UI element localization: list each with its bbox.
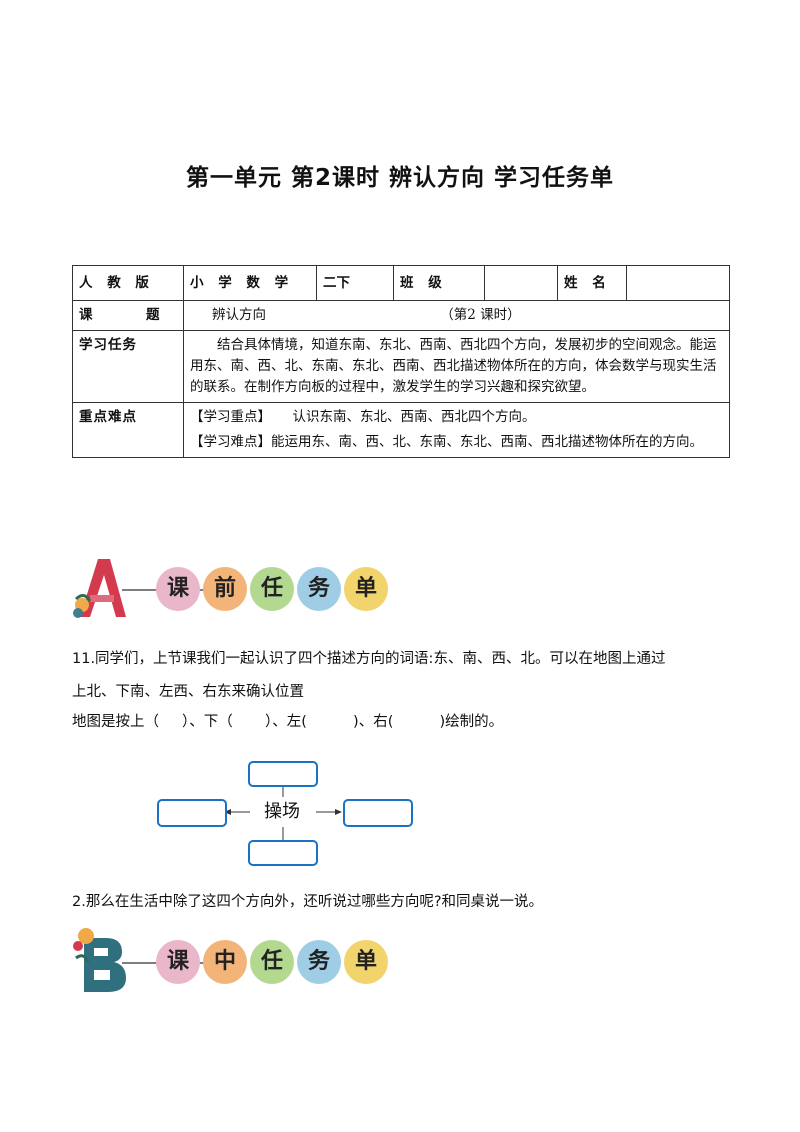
bead-1: 课: [156, 567, 200, 611]
bead-3-text: 任: [260, 576, 283, 601]
east-answer-box[interactable]: [343, 799, 413, 827]
name-label: 姓 名: [557, 265, 627, 301]
key-point: 【学习重点】 认识东南、东北、西南、西北四个方向。: [190, 409, 536, 425]
question-1-line-1: 11.同学们，上节课我们一起认识了四个描述方向的词语:东、南、西、北。可以在地图…: [72, 651, 666, 667]
question-2: 2.那么在生活中除了这四个方向外，还听说过哪些方向呢?和同桌说一说。: [72, 894, 544, 910]
page-title: 第一单元 第2课时 辨认方向 学习任务单: [185, 165, 615, 191]
bead-4-text: 务: [307, 576, 330, 601]
difficult-point: 【学习难点】能运用东、南、西、北、东南、东北、西南、西北描述物体所在的方向。: [190, 434, 703, 450]
bead-2: 前: [203, 567, 247, 611]
bead-1-text: 课: [166, 576, 189, 601]
west-answer-box[interactable]: [157, 799, 227, 827]
playground-label: 操场: [250, 798, 314, 826]
south-answer-box[interactable]: [248, 840, 318, 866]
grade-cell: 二下: [316, 265, 394, 301]
banner-in-class: 课 中 任 务 单: [72, 928, 392, 998]
letter-b-icon: [73, 928, 126, 992]
bead-b-3-text: 任: [260, 949, 283, 974]
bead-3: 任: [250, 567, 294, 611]
topic-cell: 辨认方向 （第2 课时）: [183, 300, 730, 331]
bead-2-text: 前: [213, 576, 236, 601]
topic-label: 课 题: [72, 300, 184, 331]
task-label: 学习任务: [72, 330, 184, 403]
bead-5-text: 单: [354, 576, 377, 601]
bead-4: 务: [297, 567, 341, 611]
bead-b-3: 任: [250, 940, 294, 984]
class-value[interactable]: [484, 265, 558, 301]
subject-cell: 小 学 数 学: [183, 265, 317, 301]
letter-a-icon: [73, 559, 126, 618]
name-value[interactable]: [626, 265, 730, 301]
bead-b-4: 务: [297, 940, 341, 984]
bead-5: 单: [344, 567, 388, 611]
class-label: 班 级: [393, 265, 485, 301]
bead-b-2-text: 中: [213, 949, 236, 974]
question-1-line-3: 地图是按上（ ）、下（ ）、左( )、右( )绘制的。: [72, 714, 504, 730]
bead-b-5-text: 单: [354, 949, 377, 974]
task-text: 结合具体情境，知道东南、东北、西南、西北四个方向，发展初步的空间观念。能运用东、…: [183, 330, 730, 403]
banner-pre-class: 课 前 任 务 单: [72, 555, 392, 625]
bead-b-2: 中: [203, 940, 247, 984]
topic-value: 辨认方向: [212, 307, 266, 323]
bead-b-4-text: 务: [307, 949, 330, 974]
info-table: 人 教 版 小 学 数 学 二下 班 级 姓 名 课 题 辨认方向 （第2 课时…: [72, 265, 730, 458]
lesson-note: （第2 课时）: [440, 307, 521, 323]
bead-b-5: 单: [344, 940, 388, 984]
bead-b-1: 课: [156, 940, 200, 984]
key-label: 重点难点: [72, 402, 184, 458]
key-cell: 【学习重点】 认识东南、东北、西南、西北四个方向。 【学习难点】能运用东、南、西…: [183, 402, 730, 458]
publisher-cell: 人 教 版: [72, 265, 184, 301]
question-1-line-2: 上北、下南、左西、右东来确认位置: [72, 684, 304, 700]
north-answer-box[interactable]: [248, 761, 318, 787]
bead-b-1-text: 课: [166, 949, 189, 974]
